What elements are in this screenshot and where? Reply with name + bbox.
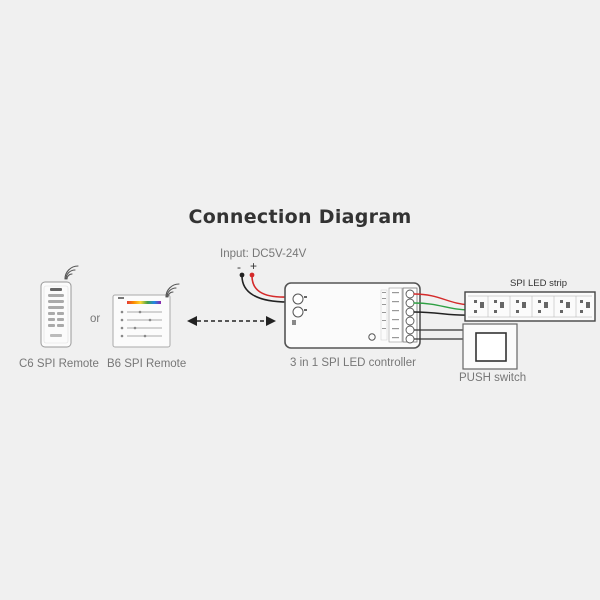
polarity-minus-label: - <box>237 260 241 274</box>
page-title: Connection Diagram <box>188 206 412 228</box>
led-strip-label: SPI LED strip <box>510 278 568 289</box>
c6-wireless-signal-icon <box>64 265 79 280</box>
b6-wireless-signal-icon <box>165 283 180 298</box>
power-terminal-icons <box>239 272 255 278</box>
wireless-link-arrow <box>187 316 276 326</box>
strip-signal-wires <box>413 293 471 316</box>
switch-wires <box>414 329 463 340</box>
push-switch-device <box>462 323 518 370</box>
polarity-plus-label: + <box>250 259 258 273</box>
b6-remote-label: B6 SPI Remote <box>107 358 187 370</box>
power-input-wires <box>241 275 289 303</box>
or-label: or <box>90 313 101 325</box>
push-switch-label: PUSH switch <box>459 372 527 384</box>
led-strip-device <box>464 291 596 322</box>
controller-label: 3 in 1 SPI LED controller <box>290 357 416 369</box>
input-voltage-label: Input: DC5V-24V <box>220 248 307 260</box>
controller-device <box>284 282 421 349</box>
c6-remote-label: C6 SPI Remote <box>19 358 99 370</box>
c6-remote-device <box>40 281 72 348</box>
b6-remote-device <box>112 294 171 348</box>
